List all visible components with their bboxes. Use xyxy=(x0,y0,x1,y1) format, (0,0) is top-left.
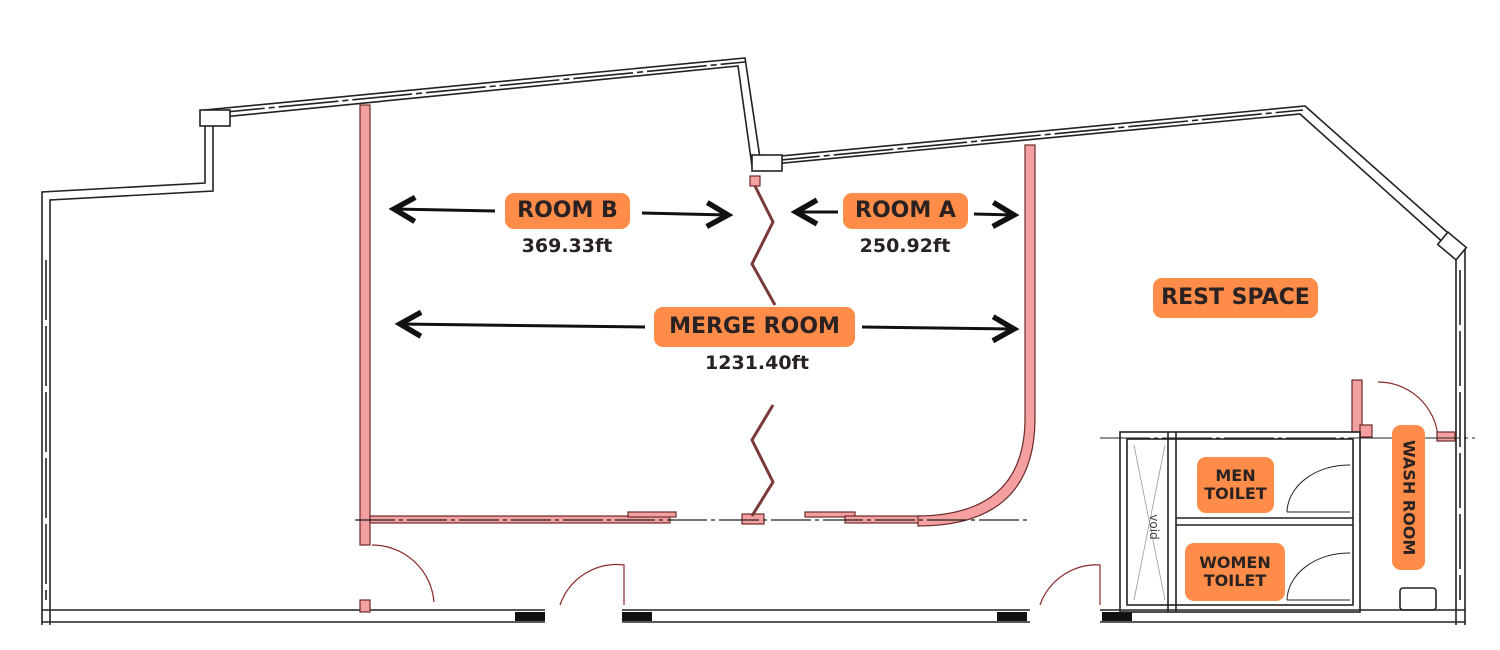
room-b-name: ROOM B xyxy=(517,197,618,223)
door-swings xyxy=(371,381,1439,606)
wash-room-name: WASH ROOM xyxy=(1399,439,1419,556)
room-b-label: ROOM B xyxy=(505,193,630,229)
women-toilet-label: WOMEN TOILET xyxy=(1185,543,1285,601)
room-a-label: ROOM A xyxy=(843,193,968,229)
merge-room-name: MERGE ROOM xyxy=(669,313,840,339)
men-toilet-line2: TOILET xyxy=(1204,484,1267,503)
rest-space-name: REST SPACE xyxy=(1161,284,1310,310)
merge-arrow-left xyxy=(394,309,646,339)
room-b-arrow-left xyxy=(388,195,496,224)
room-a-area: 250.92ft xyxy=(859,235,951,257)
merge-room-label: MERGE ROOM xyxy=(654,307,855,347)
dimension-arrows xyxy=(388,195,1020,344)
room-b-area: 369.33ft xyxy=(521,235,613,257)
rest-space-label: REST SPACE xyxy=(1153,278,1318,318)
accordion-partition xyxy=(750,185,777,517)
women-toilet-line2: TOILET xyxy=(1203,571,1267,590)
wash-room-label: WASH ROOM xyxy=(1392,425,1425,570)
exterior-walls xyxy=(41,57,1468,625)
partition-walls xyxy=(359,104,1456,613)
men-toilet-label: MEN TOILET xyxy=(1197,457,1274,513)
women-toilet-line1: WOMEN xyxy=(1199,553,1271,573)
entrance-markers xyxy=(515,612,1132,621)
men-toilet-line1: MEN xyxy=(1215,466,1256,486)
void-label: void xyxy=(1147,514,1161,539)
merge-room-area: 1231.40ft xyxy=(705,352,809,374)
room-a-arrow-right xyxy=(973,200,1020,229)
room-b-arrow-right xyxy=(641,200,734,229)
room-a-name: ROOM A xyxy=(855,197,956,223)
merge-arrow-right xyxy=(861,314,1020,344)
